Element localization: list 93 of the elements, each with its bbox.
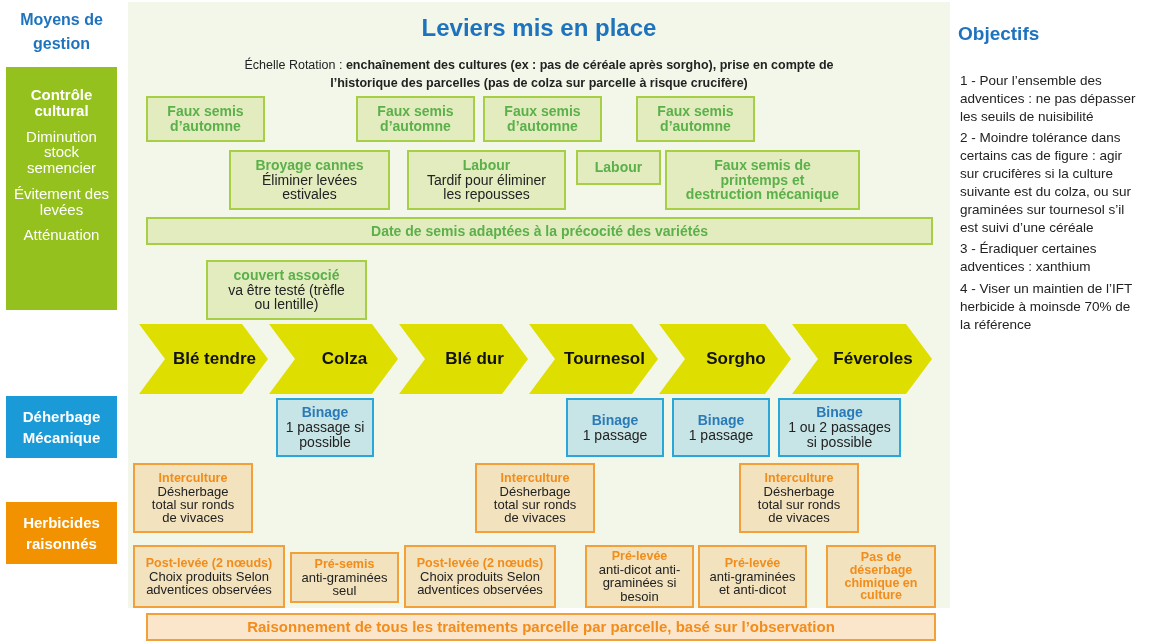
- box-heading: Pré-levée: [724, 556, 781, 570]
- box-text: Désherbage total sur ronds de vivaces: [492, 484, 578, 525]
- objective-text: 2 - Moindre tolérance dans certains cas de figure : agir sur crucifères si la culture suivante est du colza, ou sur graminées sur tournesol s’il est suivi d’une céréale: [960, 129, 1133, 237]
- column-heading: Moyens de gestion: [19, 10, 104, 54]
- rotation-note: Échelle Rotation : enchaînement des cultures (ex : pas de céréale après sorgho), prise en compte de l’historique des parcelles (pas de colza sur parcelle à risque crucifère): [243, 56, 835, 93]
- hoeing-box: [566, 398, 664, 457]
- box-heading: Faux semis d’automne: [503, 104, 582, 134]
- box-text: Évitement des levées: [12, 185, 110, 218]
- box-text: 1 ou 2 passages si possible: [787, 420, 892, 450]
- box-heading: Féveroles: [833, 348, 913, 371]
- box-text: Désherbage total sur ronds de vivaces: [150, 484, 236, 525]
- crop-band: [529, 324, 658, 394]
- lever-box: [206, 260, 367, 320]
- box-text: Diminution stock semencier: [25, 128, 98, 176]
- box-text: anti-graminées seul: [300, 570, 389, 598]
- herbicide-box: [133, 463, 253, 533]
- objective-text: 1 - Pour l’ensemble des adventices : ne pas dépasser les seuils de nuisibilité: [960, 72, 1137, 126]
- box-heading: Interculture: [764, 471, 834, 485]
- box-heading: Binage: [301, 405, 349, 421]
- box-heading: couvert associé: [233, 267, 340, 283]
- herbicide-box: [404, 545, 556, 608]
- column-heading: Objectifs: [958, 22, 1040, 46]
- box-text: Choix produits Selon adventices observées: [416, 569, 544, 597]
- box-heading: Date de semis adaptées à la précocité des variétés: [370, 223, 709, 239]
- box-heading: Pré-levée: [611, 550, 668, 563]
- box-heading: Post-levée (2 nœuds): [145, 556, 273, 570]
- cultural-control-box: [6, 67, 117, 310]
- lever-box: [483, 96, 602, 142]
- box-heading: Faux semis de printemps et destruction mécanique: [684, 157, 841, 203]
- objective-text: 4 - Viser un maintien de l’IFT herbicide à moinsde 70% de la référence: [960, 279, 1134, 334]
- hoeing-box: [672, 398, 770, 457]
- box-heading: Binage: [591, 412, 639, 428]
- hoeing-box: [276, 398, 374, 457]
- crop-band: [792, 324, 932, 394]
- lever-box: [665, 150, 860, 210]
- box-heading: Tournesol: [564, 348, 645, 371]
- lever-box: [229, 150, 390, 210]
- box-heading: Herbicides raisonnés: [22, 513, 101, 554]
- box-heading: Pas de déserbage chimique en culture: [843, 551, 919, 602]
- mechanical-weeding-box: [6, 396, 117, 458]
- lever-box: [146, 217, 933, 245]
- box-heading: Déherbage Mécanique: [21, 407, 102, 448]
- box-heading: Binage: [816, 405, 863, 421]
- box-text: anti-graminées et anti-dicot: [708, 569, 797, 597]
- herbicide-box: [585, 545, 694, 608]
- herbicide-box: [133, 545, 285, 608]
- hoeing-box: [778, 398, 901, 457]
- herbicide-category-box: [6, 502, 117, 564]
- box-heading: Pré-semis: [314, 557, 375, 571]
- herbicide-box: [739, 463, 859, 533]
- panel-title: Leviers mis en place: [421, 13, 657, 43]
- crop-band: [399, 324, 528, 394]
- box-text: anti-dicot anti-graminées si besoin: [597, 563, 682, 603]
- box-heading: Faux semis d’automne: [376, 104, 455, 134]
- box-heading: Colza: [321, 348, 368, 371]
- objective-text: 3 - Éradiquer certaines adventices : xanthium: [960, 240, 1098, 276]
- box-heading: Broyage cannes: [255, 157, 364, 173]
- lever-box: [356, 96, 475, 142]
- box-heading: Faux semis d’automne: [166, 104, 245, 134]
- lever-box: [146, 96, 265, 142]
- box-heading: Faux semis d’automne: [656, 104, 735, 134]
- box-heading: Labour: [462, 157, 511, 173]
- box-heading: Interculture: [500, 471, 570, 485]
- reasoning-bar: [146, 613, 936, 641]
- box-heading: Interculture: [158, 471, 228, 485]
- box-heading: Sorgho: [706, 348, 766, 371]
- box-text: Désherbage total sur ronds de vivaces: [756, 484, 842, 525]
- box-heading: Blé tendre: [172, 348, 257, 371]
- box-heading: Blé dur: [445, 348, 504, 371]
- levers-panel: [128, 2, 950, 608]
- box-text: Éliminer levées estivales: [262, 172, 358, 203]
- box-heading: Labour: [593, 160, 644, 175]
- lever-box: [407, 150, 566, 210]
- box-text: va être testé (trèfle ou lentille): [227, 282, 346, 313]
- box-text: Tardif pour éliminer les repousses: [425, 172, 548, 203]
- crop-band: [139, 324, 268, 394]
- box-text: Choix produits Selon adventices observées: [145, 569, 273, 597]
- crop-band: [659, 324, 791, 394]
- box-heading: Contrôle cultural: [29, 87, 94, 119]
- herbicide-box: [290, 552, 399, 603]
- box-heading: Binage: [697, 412, 745, 428]
- herbicide-box: [826, 545, 936, 608]
- herbicide-box: [475, 463, 595, 533]
- box-text: 1 passage: [581, 427, 649, 443]
- box-text: 1 passage: [687, 427, 755, 443]
- box-text: Atténuation: [22, 227, 101, 243]
- box-text: 1 passage si possible: [284, 420, 366, 450]
- lever-box: [576, 150, 661, 185]
- herbicide-box: [698, 545, 807, 608]
- box-heading: Post-levée (2 nœuds): [416, 556, 544, 570]
- crop-band: [269, 324, 398, 394]
- box-heading: Raisonnement de tous les traitements parcelle par parcelle, basé sur l’observation: [247, 616, 835, 637]
- lever-box: [636, 96, 755, 142]
